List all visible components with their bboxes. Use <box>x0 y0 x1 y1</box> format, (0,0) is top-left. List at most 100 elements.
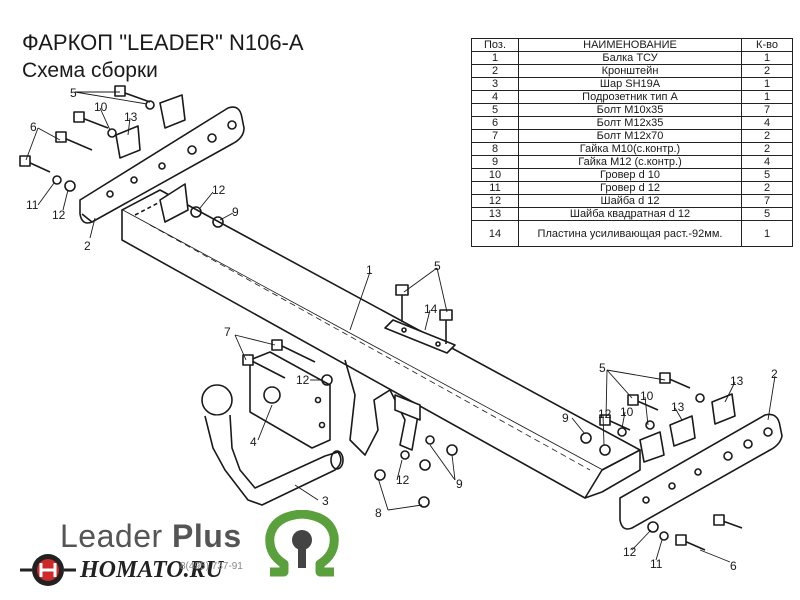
cell-qty: 1 <box>741 77 793 91</box>
diagram-title: ФАРКОП "LEADER" N106-A <box>22 30 304 55</box>
callout-label: 8 <box>375 506 382 520</box>
cell-pos: 1 <box>471 51 519 65</box>
callout-label: 13 <box>671 400 685 414</box>
phone-number: 8(495) 737-91 <box>180 561 243 572</box>
cell-pos: 3 <box>471 77 519 91</box>
cell-name: Балка ТСУ <box>518 51 742 65</box>
logo-leader-word: Leader <box>60 518 163 554</box>
cell-qty: 4 <box>741 155 793 169</box>
cell-qty: 2 <box>741 129 793 143</box>
cell-qty: 2 <box>741 142 793 156</box>
callout-label: 7 <box>224 325 231 339</box>
cell-pos: 14 <box>471 220 519 247</box>
cell-qty: 1 <box>741 90 793 104</box>
cell-pos: 6 <box>471 116 519 130</box>
callout-label: 12 <box>296 373 310 387</box>
cell-name: Кронштейн <box>518 64 742 78</box>
cell-pos: 2 <box>471 64 519 78</box>
callout-label: 1 <box>366 263 373 277</box>
callout-label: 14 <box>424 302 438 316</box>
right-bracket <box>619 413 783 530</box>
leader-plus-logo: Leader Plus <box>60 518 242 555</box>
cell-pos: 8 <box>471 142 519 156</box>
callout-label: 11 <box>26 198 39 212</box>
callout-label: 13 <box>730 374 744 388</box>
callout-label: 12 <box>623 545 637 559</box>
cell-qty: 7 <box>741 194 793 208</box>
cell-name: Болт М10х35 <box>518 103 742 117</box>
cell-name: Болт М12х70 <box>518 129 742 143</box>
cell-qty: 1 <box>741 220 793 247</box>
cell-pos: 4 <box>471 90 519 104</box>
callout-label: 9 <box>456 477 463 491</box>
cell-pos: 9 <box>471 155 519 169</box>
callout-label: 12 <box>396 473 410 487</box>
cell-qty: 5 <box>741 207 793 221</box>
callout-label: 3 <box>322 494 329 508</box>
socket-plate <box>249 351 331 449</box>
cell-name: Подрозетник тип А <box>518 90 742 104</box>
callout-label: 10 <box>640 389 654 403</box>
cell-pos: 11 <box>471 181 519 195</box>
callout-label: 6 <box>30 120 37 134</box>
cell-pos: 10 <box>471 168 519 182</box>
cell-qty: 2 <box>741 64 793 78</box>
callout-label: 5 <box>599 361 606 375</box>
col-header-name: НАИМЕНОВАНИЕ <box>518 38 742 52</box>
tow-beam <box>121 189 641 499</box>
callout-label: 9 <box>562 411 569 425</box>
cell-pos: 13 <box>471 207 519 221</box>
cell-name: Шар SH19A <box>518 77 742 91</box>
callout-label: 12 <box>212 183 226 197</box>
tow-ball <box>201 384 344 506</box>
cell-name: Шайба квадратная d 12 <box>518 207 742 221</box>
callout-label: 12 <box>52 208 66 222</box>
cell-name: Гровер d 12 <box>518 181 742 195</box>
cell-qty: 7 <box>741 103 793 117</box>
cell-name: Гровер d 10 <box>518 168 742 182</box>
callout-label: 12 <box>598 407 612 421</box>
cell-name: Гайка М10(с.контр.) <box>518 142 742 156</box>
logo-plus-word: Plus <box>172 518 242 554</box>
callout-label: 5 <box>70 86 77 100</box>
cell-qty: 5 <box>741 168 793 182</box>
col-header-qty: К-во <box>741 38 793 52</box>
callout-label: 13 <box>124 110 138 124</box>
cell-pos: 5 <box>471 103 519 117</box>
callout-label: 5 <box>434 259 441 273</box>
callout-label: 6 <box>730 559 737 573</box>
col-header-pos: Поз. <box>471 38 519 52</box>
homato-site-label: HOMATO.RU <box>80 557 223 583</box>
callout-label: 4 <box>250 435 257 449</box>
cell-name: Болт М12х35 <box>518 116 742 130</box>
omega-logo-icon <box>265 510 339 577</box>
callout-label: 2 <box>84 239 91 253</box>
callout-label: 9 <box>232 205 239 219</box>
callout-label: 11 <box>650 557 663 571</box>
callout-label: 10 <box>620 405 634 419</box>
cell-qty: 4 <box>741 116 793 130</box>
cell-name: Пластина усиливающая раст.-92мм. <box>518 220 742 247</box>
left-bracket <box>79 106 245 224</box>
cell-qty: 2 <box>741 181 793 195</box>
cell-name: Шайба d 12 <box>518 194 742 208</box>
homato-logo-icon <box>20 554 76 586</box>
cell-name: Гайка М12 (с.контр.) <box>518 155 742 169</box>
cell-pos: 7 <box>471 129 519 143</box>
table-header-row: Поз. НАИМЕНОВАНИЕ К-во <box>471 38 793 52</box>
cell-qty: 1 <box>741 51 793 65</box>
